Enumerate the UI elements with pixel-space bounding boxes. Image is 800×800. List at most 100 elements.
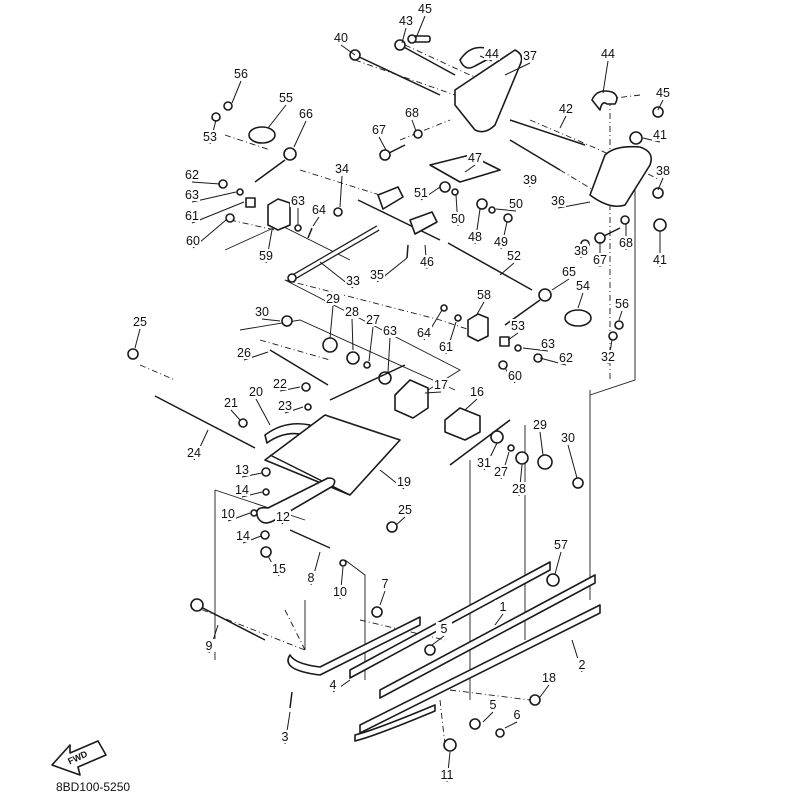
- arm-46[interactable]: [357, 186, 441, 241]
- bushing-14-upper[interactable]: [262, 488, 270, 496]
- callout-bg: [507, 369, 523, 382]
- callout-number: 68: [405, 106, 419, 120]
- nut-11[interactable]: [443, 738, 457, 752]
- pin-64-right[interactable]: [440, 304, 448, 312]
- leader-line: [657, 99, 664, 111]
- adjuster-54[interactable]: [564, 309, 592, 327]
- long-bolt-40[interactable]: [349, 49, 441, 96]
- long-bolt-43[interactable]: [394, 39, 456, 76]
- bolt-60-left[interactable]: [225, 213, 235, 223]
- bracket-5-upper[interactable]: [424, 644, 436, 656]
- bracket-37[interactable]: [454, 49, 523, 133]
- nut-61-left[interactable]: [245, 197, 256, 208]
- callout-number: 37: [523, 49, 537, 63]
- bolt-21[interactable]: [238, 418, 248, 428]
- bolt-60-right[interactable]: [498, 360, 508, 370]
- bracket-17[interactable]: [394, 379, 429, 419]
- link-47[interactable]: [429, 154, 501, 183]
- long-bolt-9[interactable]: [190, 598, 266, 641]
- shaft-52[interactable]: [447, 242, 533, 291]
- nut-68-top[interactable]: [413, 129, 423, 139]
- bolt-38-right[interactable]: [652, 187, 664, 199]
- slide-rail-1[interactable]: [349, 561, 596, 699]
- bracket-5-lower[interactable]: [469, 718, 481, 730]
- pin-35[interactable]: [406, 244, 409, 259]
- bolt-56-right[interactable]: [614, 320, 624, 330]
- block-59[interactable]: [267, 198, 291, 231]
- bolt-49[interactable]: [503, 213, 513, 223]
- screw-3[interactable]: [289, 691, 293, 709]
- nut-41-upper[interactable]: [629, 131, 643, 145]
- shaft-8[interactable]: [289, 529, 331, 549]
- bolt-25-upper[interactable]: [127, 348, 139, 360]
- bolt-53-left[interactable]: [211, 112, 221, 122]
- washer-27-upper[interactable]: [363, 361, 371, 369]
- bolt-53-right[interactable]: [608, 331, 618, 341]
- bushing-28-lower[interactable]: [515, 451, 529, 465]
- torsion-spring-32[interactable]: [329, 364, 406, 401]
- nut-7[interactable]: [371, 606, 383, 618]
- callout-bg: [438, 340, 454, 353]
- bolt-56-left[interactable]: [223, 101, 233, 111]
- washer-63-mid[interactable]: [294, 224, 302, 232]
- nut-41-lower[interactable]: [653, 218, 667, 232]
- washer-63-right-top[interactable]: [454, 314, 462, 322]
- bolt-6[interactable]: [495, 728, 505, 738]
- nut-61-right[interactable]: [499, 336, 510, 347]
- bolt-45-top[interactable]: [407, 34, 431, 44]
- bolt-67-top[interactable]: [379, 144, 406, 161]
- shaft-24[interactable]: [154, 395, 256, 449]
- bushing-28-upper[interactable]: [346, 351, 360, 365]
- shaft-42[interactable]: [509, 119, 586, 146]
- nut-15[interactable]: [260, 546, 272, 558]
- leader-line: [464, 164, 476, 173]
- washer-50-right[interactable]: [488, 206, 496, 214]
- pin-64-left[interactable]: [307, 227, 313, 239]
- bushing-51[interactable]: [439, 181, 451, 193]
- torsion-spring-66[interactable]: [254, 147, 297, 183]
- washer-63-left[interactable]: [236, 188, 244, 196]
- bolt-34[interactable]: [333, 207, 343, 217]
- bolt-62-left[interactable]: [218, 179, 228, 189]
- bracket-16[interactable]: [444, 407, 481, 441]
- washer-10-upper[interactable]: [250, 509, 258, 517]
- callout-number: 63: [541, 337, 555, 351]
- washer-27-lower[interactable]: [507, 444, 515, 452]
- bolt-45-right[interactable]: [652, 106, 664, 118]
- callout-number: 8: [308, 571, 315, 585]
- bolt-25-lower[interactable]: [386, 521, 398, 533]
- slide-runner-4[interactable]: [287, 616, 421, 676]
- bolt-62-right[interactable]: [533, 353, 543, 363]
- nut-68-right[interactable]: [620, 215, 630, 225]
- cap-29-lower[interactable]: [537, 454, 553, 470]
- callout-44: 44: [479, 47, 500, 62]
- bolt-30-lower[interactable]: [572, 477, 584, 489]
- shock-absorber-33[interactable]: [287, 225, 380, 283]
- adjuster-55[interactable]: [248, 126, 276, 144]
- collar-48[interactable]: [476, 198, 488, 210]
- washer-63-right[interactable]: [514, 344, 522, 352]
- grease-nipple-13[interactable]: [261, 467, 271, 477]
- bracket-36[interactable]: [589, 145, 653, 208]
- bolt-67-right[interactable]: [594, 227, 621, 244]
- shaft-26[interactable]: [269, 349, 329, 386]
- bushing-14-lower[interactable]: [260, 530, 270, 540]
- collar-23[interactable]: [304, 403, 312, 411]
- shaft-39[interactable]: [509, 139, 561, 171]
- callout-bg: [234, 483, 250, 496]
- washer-50-left[interactable]: [451, 188, 459, 196]
- bolt-18[interactable]: [529, 694, 541, 706]
- cap-29-upper[interactable]: [322, 337, 338, 353]
- washer-10-lower[interactable]: [339, 559, 347, 567]
- stopper-44-right[interactable]: [591, 90, 618, 111]
- pivot-arm-12[interactable]: [255, 477, 336, 524]
- runner-front-lower[interactable]: [354, 704, 436, 742]
- block-58[interactable]: [467, 313, 489, 342]
- slide-rail-2[interactable]: [359, 604, 601, 734]
- stopper-57[interactable]: [546, 573, 560, 587]
- callout-bg: [236, 346, 252, 359]
- bolt-22[interactable]: [301, 382, 311, 392]
- leader-line: [424, 391, 442, 394]
- torsion-spring-31[interactable]: [449, 419, 511, 466]
- bolt-30-upper[interactable]: [281, 315, 293, 327]
